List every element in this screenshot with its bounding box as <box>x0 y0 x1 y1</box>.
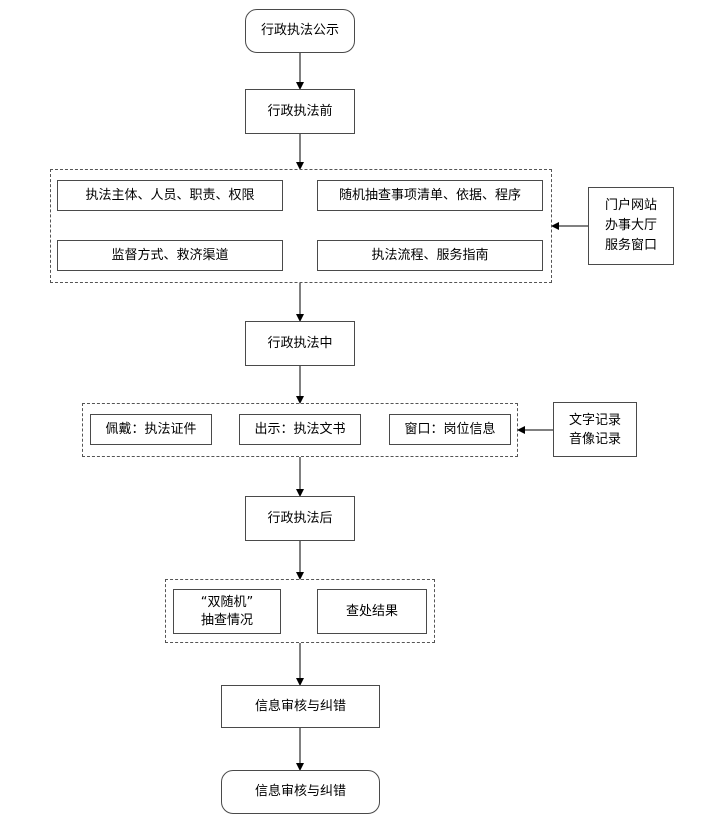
group-before <box>50 169 552 283</box>
item-window: 窗口：岗位信息 <box>389 414 511 445</box>
group-after <box>165 579 435 643</box>
item-result: 查处结果 <box>317 589 427 634</box>
node-after: 行政执法后 <box>245 496 355 541</box>
item-random: 随机抽查事项清单、依据、程序 <box>317 180 543 211</box>
item-wear: 佩戴：执法证件 <box>90 414 212 445</box>
node-during: 行政执法中 <box>245 321 355 366</box>
node-before: 行政执法前 <box>245 89 355 134</box>
node-start: 行政执法公示 <box>245 9 355 53</box>
node-review: 信息审核与纠错 <box>221 685 380 728</box>
side-during: 文字记录 音像记录 <box>553 402 637 457</box>
item-random-check: “双随机” 抽查情况 <box>173 589 281 634</box>
item-subject: 执法主体、人员、职责、权限 <box>57 180 283 211</box>
group-during <box>82 403 518 457</box>
item-supervision: 监督方式、救济渠道 <box>57 240 283 271</box>
item-show: 出示：执法文书 <box>239 414 361 445</box>
side-before: 门户网站 办事大厅 服务窗口 <box>588 187 674 265</box>
item-process: 执法流程、服务指南 <box>317 240 543 271</box>
node-end: 信息审核与纠错 <box>221 770 380 814</box>
